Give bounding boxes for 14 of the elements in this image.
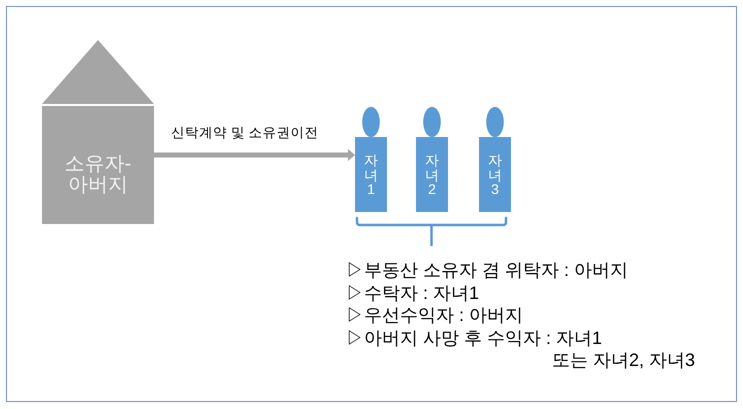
person-label: 자녀3 (488, 153, 502, 196)
house-shape (42, 40, 154, 224)
list-item: ▷부동산 소유자 겸 위탁자 : 아버지 (346, 259, 628, 282)
person-label: 자녀1 (364, 153, 378, 196)
person-figure (479, 106, 511, 212)
arrow (154, 149, 355, 161)
person-label: 자녀2 (425, 153, 439, 196)
list-item: ▷아버지 사망 후 수익자 : 자녀1 또는 자녀2, 자녀3 (346, 326, 696, 372)
list-item: ▷우선수익자 : 아버지 (346, 304, 524, 326)
edge-label: 신탁계약 및 소유권이전 (171, 124, 319, 142)
list-item: ▷수탁자 : 자녀1 (346, 282, 480, 304)
house-label: 소유자- 아버지 (64, 154, 132, 196)
person-figure (416, 106, 448, 212)
person-figure (355, 106, 387, 212)
